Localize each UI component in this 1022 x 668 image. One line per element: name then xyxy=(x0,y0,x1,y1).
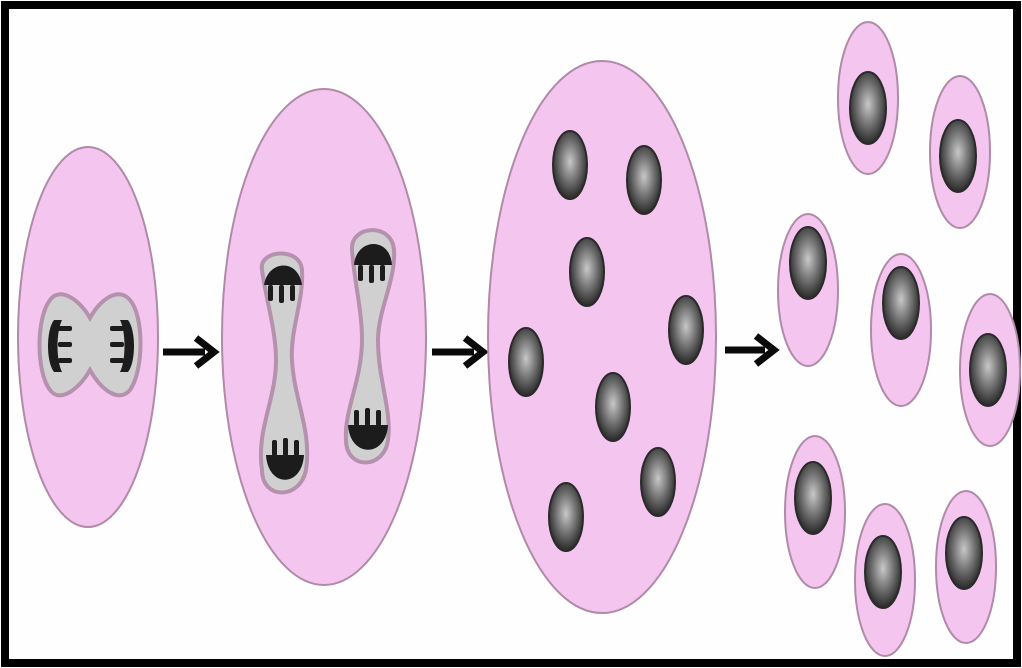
daughter-cell xyxy=(930,76,990,228)
daughter-cell xyxy=(936,491,996,643)
daughter-cell xyxy=(785,436,845,588)
stage-1-cell xyxy=(18,147,158,527)
nucleus xyxy=(627,146,661,214)
daughter-cell xyxy=(855,504,915,656)
stage-2-cell xyxy=(222,89,426,585)
nucleus xyxy=(553,131,587,199)
nucleus xyxy=(509,328,543,396)
daughter-cell xyxy=(960,294,1020,446)
daughter-cell xyxy=(838,22,898,174)
nucleus xyxy=(641,448,675,516)
nucleus xyxy=(570,238,604,306)
nucleus xyxy=(596,373,630,441)
daughter-cell xyxy=(871,254,931,406)
nucleus xyxy=(549,483,583,551)
stage-3-cell xyxy=(488,61,716,613)
daughter-cell xyxy=(778,214,838,366)
nucleus xyxy=(669,296,703,364)
